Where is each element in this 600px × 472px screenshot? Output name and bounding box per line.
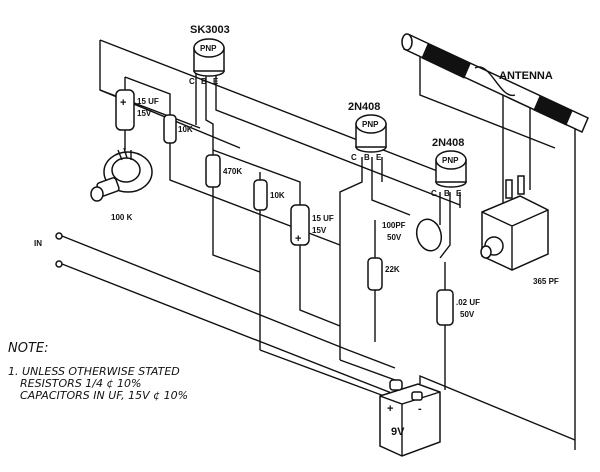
capacitor-value: 15 UF xyxy=(312,214,334,223)
transistor-2n408-right: 2N408 PNP C B E xyxy=(431,137,467,198)
capacitor-voltage: 50V xyxy=(387,233,402,242)
input-label: IN xyxy=(34,239,42,248)
resistor-value: 10K xyxy=(178,125,193,134)
pin-b: B xyxy=(444,189,450,198)
transistor-2n408-middle: 2N408 PNP C B E xyxy=(348,101,387,162)
antenna-coil: ANTENNA xyxy=(401,33,589,134)
input-terminals: IN xyxy=(34,232,63,268)
transistor-type: PNP xyxy=(200,44,217,53)
antenna-label: ANTENNA xyxy=(499,70,553,82)
capacitor-value: .02 UF xyxy=(456,298,480,307)
capacitor-voltage: 15V xyxy=(312,226,327,235)
resistor-value: 10K xyxy=(270,191,285,200)
note-line: CAPACITORS IN UF, 15V ¢ 10% xyxy=(20,389,188,402)
capacitor-value: 365 PF xyxy=(533,277,559,286)
variable-capacitor-365pf: 365 PF xyxy=(480,175,559,286)
capacitor-15uf-b: + 15 UF 15V xyxy=(290,204,334,246)
resistor-value: 22K xyxy=(385,265,400,274)
pin-b: B xyxy=(201,77,207,86)
transistor-sk3003: SK3003 PNP C B E xyxy=(189,24,230,86)
transistor-model: SK3003 xyxy=(190,24,230,36)
potentiometer-100k: 100 K xyxy=(90,147,153,222)
pin-e: E xyxy=(376,153,382,162)
capacitor-100pf: 100PF 50V xyxy=(382,218,443,252)
transistor-model: 2N408 xyxy=(432,137,464,149)
resistor-10k-a: 10K xyxy=(163,114,193,144)
note-block: NOTE: 1. UNLESS OTHERWISE STATED RESISTO… xyxy=(8,341,188,402)
resistor-22k: 22K xyxy=(367,257,400,291)
battery-voltage: 9V xyxy=(391,426,405,438)
note-line: 1. UNLESS OTHERWISE STATED xyxy=(8,365,180,378)
pin-e: E xyxy=(213,77,219,86)
coil-windings-left xyxy=(421,43,471,79)
polarity-plus: + xyxy=(295,233,301,245)
note-line: RESISTORS 1/4 ¢ 10% xyxy=(20,377,141,390)
polarity-plus: + xyxy=(387,403,393,415)
resistor-10k-b: 10K xyxy=(253,179,285,211)
pin-c: C xyxy=(189,77,195,86)
note-title: NOTE: xyxy=(8,341,49,356)
capacitor-value: 15 UF xyxy=(137,97,159,106)
resistor-value: 470K xyxy=(223,167,242,176)
polarity-minus: - xyxy=(418,403,422,415)
capacitor-voltage: 15V xyxy=(137,109,152,118)
pin-b: B xyxy=(364,153,370,162)
resistor-470k: 470K xyxy=(205,154,242,188)
polarity-plus: + xyxy=(120,97,126,109)
battery-9v: + - 9V xyxy=(379,379,441,457)
capacitor-value: 100PF xyxy=(382,221,406,230)
transistor-type: PNP xyxy=(362,120,379,129)
transistor-model: 2N408 xyxy=(348,101,380,113)
pin-c: C xyxy=(431,189,437,198)
transistor-type: PNP xyxy=(442,156,459,165)
pin-e: E xyxy=(456,189,462,198)
capacitor-voltage: 50V xyxy=(460,310,475,319)
capacitor-15uf-a: + 15 UF 15V xyxy=(115,89,159,131)
coil-windings-right xyxy=(533,95,573,126)
capacitor-02uf: .02 UF 50V xyxy=(436,289,480,326)
potentiometer-value: 100 K xyxy=(111,213,133,222)
pin-c: C xyxy=(351,153,357,162)
